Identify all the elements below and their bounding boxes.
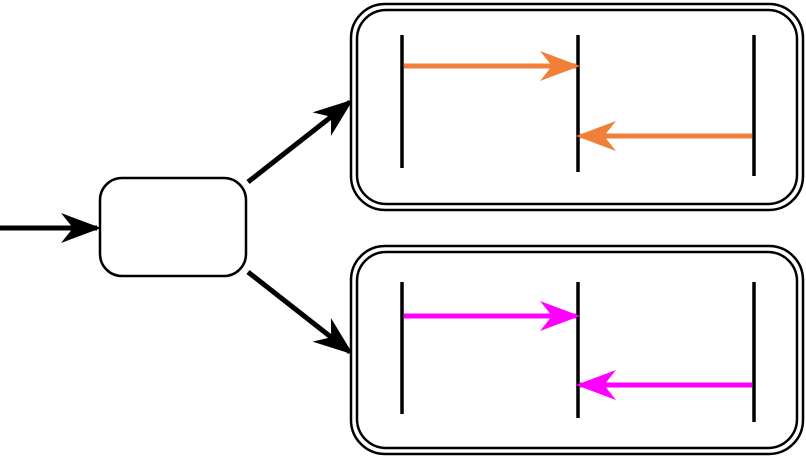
branch-arrow-top <box>246 99 354 184</box>
source-node <box>98 176 248 278</box>
bottom-sequence-panel <box>349 244 805 456</box>
bottom-panel-inner-border <box>355 250 799 450</box>
top-sequence-panel <box>349 2 805 212</box>
top-panel-inner-border <box>355 8 799 206</box>
branch-arrow-bottom <box>246 270 354 355</box>
